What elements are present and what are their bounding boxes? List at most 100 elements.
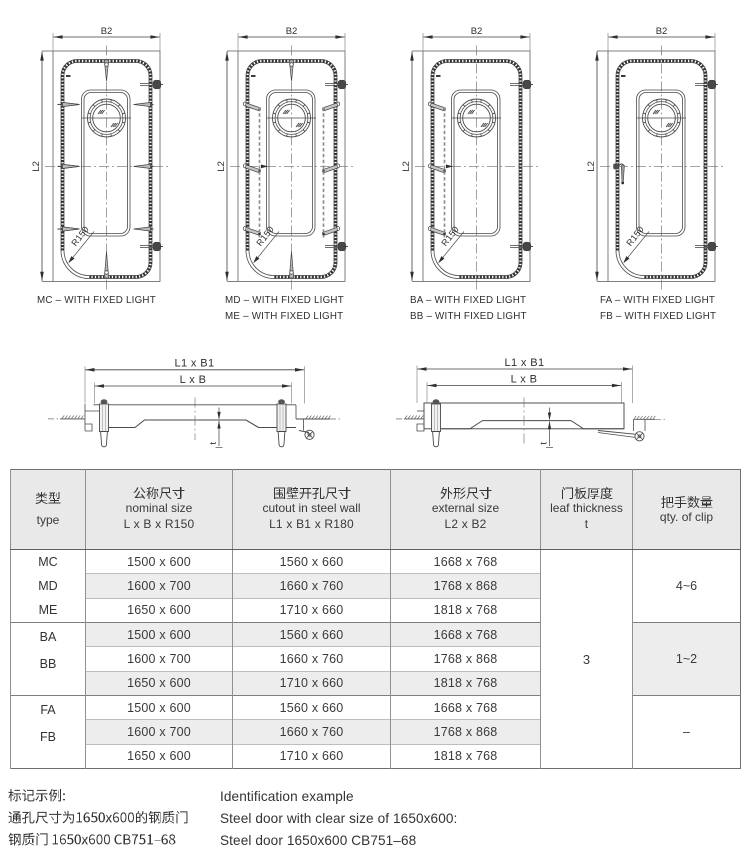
header-zh-type (35, 492, 61, 505)
type-group-ba-bb: BA BB (10, 622, 86, 696)
caption-fb: FB – WITH FIXED LIGHT (600, 311, 716, 322)
table-row: BA BB 1500 x 600 1560 x 660 1668 x 768 1… (10, 621, 741, 696)
technical-drawing: B2 B2 B2 B2 L2 L2 L2 L2 R150 R150 R150 R… (31, 26, 724, 448)
section-view-left (48, 366, 342, 448)
cell-nominal: 1500 x 600 (85, 621, 233, 647)
cell-nominal: 1600 x 700 (85, 719, 233, 745)
table-row: 1600 x 700 1660 x 760 1768 x 868 (11, 573, 741, 599)
type-mc: MC (38, 555, 58, 569)
header-formula-external-size: L2 x B2 (444, 517, 487, 532)
table-row: FA FB 1500 x 600 1560 x 660 1668 x 768 – (10, 694, 741, 769)
dim-t-section1: t (208, 442, 218, 445)
header-formula-nominal-size: L x B x R150 (123, 517, 195, 532)
door-elevation-mc (40, 33, 169, 291)
type-fb: FB (40, 730, 56, 744)
table-header-row: 类型 type 公称尺寸 nominal size L x B x R150 围… (10, 469, 741, 550)
caption-fa: FA – WITH FIXED LIGHT (600, 295, 715, 306)
cell-external: 1768 x 868 (390, 646, 541, 672)
header-formula-leaf-thickness: t (584, 517, 589, 532)
footer-zh-label (8, 788, 65, 802)
caption-bb: BB – WITH FIXED LIGHT (410, 311, 527, 322)
type-fa: FA (40, 703, 56, 717)
col-header-external-size: 外形尺寸 external size L2 x B2 (390, 469, 541, 550)
table-row: MC MD ME 1500 x 600 1560 x 660 1668 x 76… (10, 548, 741, 769)
footer-zh-line2 (8, 810, 188, 824)
dim-lb-section1: L x B (180, 374, 207, 386)
cell-external: 1668 x 768 (390, 621, 541, 647)
section-view-right (396, 365, 667, 448)
cell-external: 1818 x 768 (390, 670, 541, 696)
cell-nominal: 1500 x 600 (85, 548, 233, 574)
header-en-qty-clip: qty. of clip (659, 509, 714, 524)
cell-external: 1768 x 868 (390, 719, 541, 745)
dim-b2-door3: B2 (471, 26, 483, 37)
cell-cutout: 1660 x 760 (232, 719, 391, 745)
dim-l2-door3: L2 (401, 161, 412, 172)
table-row: 1600 x 700 1660 x 760 1768 x 868 (11, 646, 741, 672)
header-zh-nominal-size (133, 486, 185, 499)
header-zh-external-size (440, 486, 491, 499)
table-row: 1650 x 600 1710 x 660 1818 x 768 (11, 670, 741, 696)
footer-en-line2: Steel door with clear size of 1650x600: (220, 810, 458, 826)
col-header-cutout: 围壁开孔尺寸 cutout in steel wall L1 x B1 x R1… (232, 469, 391, 550)
cell-thickness: 3 (540, 549, 633, 769)
header-zh-cutout (273, 486, 350, 499)
size-spec-table: 类型 type 公称尺寸 nominal size L x B x R150 围… (10, 469, 741, 769)
header-zh-qty-clip (661, 495, 712, 508)
dim-l1b1-section1: L1 x B1 (174, 358, 214, 370)
dim-b2-door4: B2 (656, 26, 668, 37)
cell-clip-group2: 1~2 (632, 622, 741, 696)
dim-lb-section2: L x B (511, 373, 538, 385)
type-ba: BA (39, 630, 57, 644)
footer-en-line3: Steel door 1650x600 CB751–68 (220, 832, 417, 848)
header-en-leaf-thickness: leaf thickness (550, 500, 623, 515)
dim-b2-door1: B2 (101, 26, 113, 37)
cell-cutout: 1710 x 660 (232, 743, 391, 769)
cell-cutout: 1660 x 760 (232, 573, 391, 599)
type-me: ME (38, 603, 58, 617)
header-formula-cutout: L1 x B1 x R180 (269, 517, 354, 532)
cell-external: 1818 x 768 (390, 743, 541, 769)
cell-external: 1768 x 868 (390, 573, 541, 599)
cell-nominal: 1650 x 600 (85, 743, 233, 769)
radius-label-door3: R150 (439, 224, 461, 248)
caption-ba: BA – WITH FIXED LIGHT (410, 295, 526, 306)
cell-nominal: 1650 x 600 (85, 597, 233, 623)
col-header-leaf-thickness: 门板厚度 leaf thickness t (540, 469, 633, 550)
header-en-nominal-size: nominal size (125, 500, 193, 515)
cell-clip-group3: – (632, 695, 741, 769)
dim-l1b1-section2: L1 x B1 (504, 357, 544, 369)
footer-zh-line3 (8, 832, 176, 846)
header-en-cutout: cutout in steel wall (262, 500, 361, 515)
cell-cutout: 1710 x 660 (232, 670, 391, 696)
table-row: 1650 x 600 1710 x 660 1818 x 768 (11, 743, 741, 769)
cell-cutout: 1560 x 660 (232, 621, 391, 647)
type-group-fa-fb: FA FB (10, 695, 86, 769)
cell-cutout: 1560 x 660 (232, 548, 391, 574)
header-zh-leaf-thickness (561, 486, 612, 499)
cell-external: 1668 x 768 (390, 548, 541, 574)
cell-nominal: 1650 x 600 (85, 670, 233, 696)
caption-mc: MC – WITH FIXED LIGHT (37, 295, 156, 306)
radius-label-door4: R150 (624, 224, 646, 248)
type-group-mc-md-me: MC MD ME (10, 549, 86, 623)
door-elevation-md-me (225, 33, 354, 291)
col-header-nominal-size: 公称尺寸 nominal size L x B x R150 (85, 469, 233, 550)
header-en-external-size: external size (431, 500, 500, 515)
type-bb: BB (39, 657, 57, 671)
footer-en-label: Identification example (220, 788, 354, 804)
caption-me: ME – WITH FIXED LIGHT (225, 311, 343, 322)
cell-nominal: 1500 x 600 (85, 694, 233, 720)
table-row: 1600 x 700 1660 x 760 1768 x 868 (11, 719, 741, 745)
radius-label-door2: R150 (254, 224, 276, 248)
type-md: MD (38, 579, 58, 593)
col-header-qty-clip: 把手数量 qty. of clip (632, 469, 741, 550)
dim-b2-door2: B2 (286, 26, 298, 37)
col-header-type: 类型 type (10, 469, 86, 550)
cell-external: 1818 x 768 (390, 597, 541, 623)
header-en-type: type (36, 513, 60, 528)
door-elevation-fa-fb (595, 33, 724, 291)
dim-l2-door2: L2 (216, 161, 227, 172)
table-row: 1650 x 600 1710 x 660 1818 x 768 (11, 597, 741, 623)
